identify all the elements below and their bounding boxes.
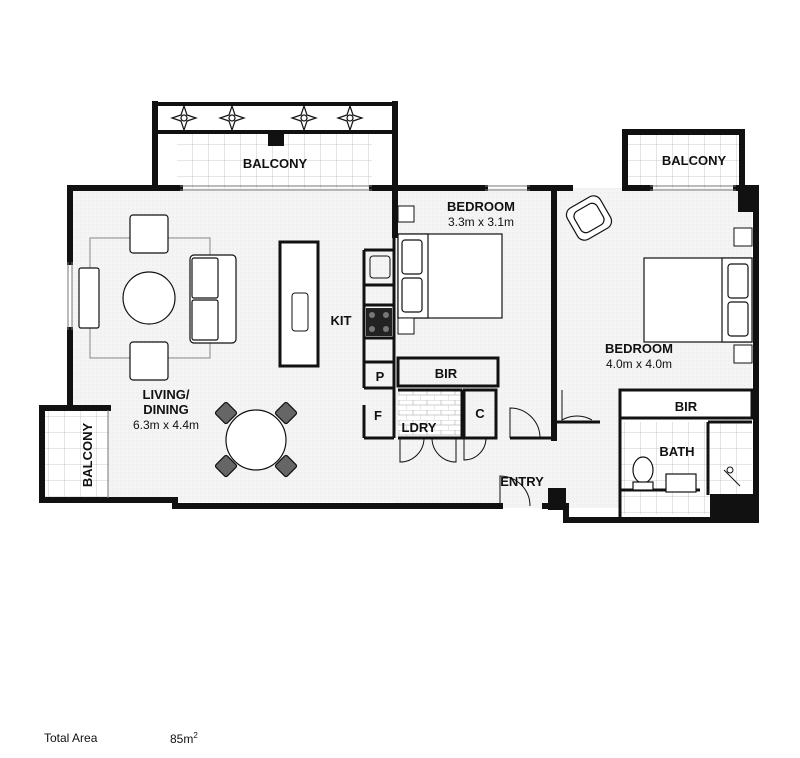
living-size: 6.3m x 4.4m — [133, 418, 199, 432]
kitchen-label: KIT — [331, 313, 352, 328]
dining-table-icon — [214, 401, 298, 478]
laundry-floor — [398, 390, 462, 436]
armchair-icon — [565, 195, 613, 241]
balcony-right-floor — [628, 133, 740, 188]
bedroom1-label: BEDROOM — [447, 199, 515, 214]
sink-icon — [291, 292, 309, 332]
total-area-label: Total Area — [44, 731, 98, 745]
sink-icon — [665, 473, 697, 493]
cooktop-icon — [366, 308, 392, 336]
bedroom2-label: BEDROOM — [605, 341, 673, 356]
coffee-table — [122, 271, 176, 325]
bath-label: BATH — [659, 444, 694, 459]
area-unit: 2 — [193, 731, 198, 740]
total-area-value: 85m2 — [170, 731, 198, 746]
bedroom1-size: 3.3m x 3.1m — [448, 215, 514, 229]
balcony-left-floor — [44, 410, 108, 498]
bed-icon — [397, 233, 503, 319]
door-arcs — [399, 390, 593, 507]
pantry-label: P — [376, 369, 385, 384]
armchair-icon — [78, 214, 169, 381]
balcony-top-label: BALCONY — [243, 156, 308, 171]
plant-icon — [170, 104, 364, 132]
living-label-line1: LIVING/ — [143, 387, 190, 402]
entry-label: ENTRY — [500, 474, 544, 489]
cupboard-label: C — [475, 406, 485, 421]
fridge-label: F — [374, 408, 382, 423]
windows — [67, 185, 736, 498]
area-number: 85m — [170, 732, 194, 746]
balcony-left-label: BALCONY — [80, 423, 95, 488]
bed-icon — [643, 257, 753, 343]
kitchen-island — [278, 240, 320, 368]
sofa-icon — [189, 254, 237, 344]
planter-box — [153, 102, 397, 134]
interior-walls — [362, 235, 754, 520]
living-label-line2: DINING — [143, 402, 189, 417]
bir2-label: BIR — [675, 399, 698, 414]
bedroom2-size: 4.0m x 4.0m — [606, 357, 672, 371]
balcony-right-label: BALCONY — [662, 153, 727, 168]
laundry-label: LDRY — [402, 420, 437, 435]
toilet-icon — [632, 456, 654, 491]
walls — [39, 101, 759, 523]
bir1-label: BIR — [435, 366, 458, 381]
